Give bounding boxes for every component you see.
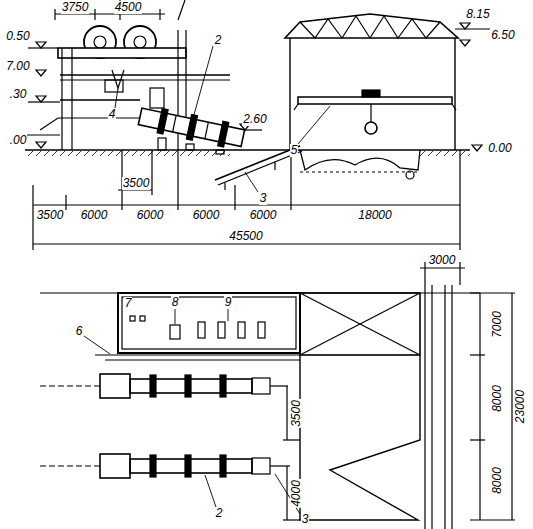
dimension-label: 8000 (490, 384, 503, 413)
dimension-label: 7.00 (5, 60, 30, 73)
dimension-label: .00 (9, 134, 28, 147)
dimension-label: 7000 (490, 310, 503, 339)
dimension-label: 3000 (428, 254, 457, 267)
plan-view (40, 262, 515, 529)
dimension-label: 23000 (515, 388, 528, 423)
dimension-label: 0.00 (487, 142, 512, 155)
dimension-label: 6000 (136, 209, 165, 222)
callout-number: 3 (259, 192, 268, 205)
callout-number: 7 (124, 297, 133, 310)
leader-lines (84, 46, 330, 514)
dimension-label: 8000 (490, 466, 503, 495)
callout-number: 2 (214, 34, 223, 47)
dimension-label: 6.50 (490, 29, 515, 42)
callout-number: 3 (301, 513, 310, 526)
dimension-label: 2.60 (242, 113, 267, 126)
callout-number: 4 (108, 108, 117, 121)
dimension-label: .30 (9, 88, 28, 101)
section-view (25, 0, 490, 250)
dimension-label: 3500 (289, 399, 302, 428)
dimension-label: 6000 (80, 209, 109, 222)
dimension-label: 0.50 (5, 30, 30, 43)
dimension-label: 8.15 (465, 8, 490, 21)
callout-number: 8 (171, 296, 180, 309)
callout-number: 2 (215, 507, 224, 520)
dimension-label: 18000 (357, 209, 392, 222)
dimension-label: 6000 (192, 209, 221, 222)
dimension-label: 4500 (114, 1, 143, 14)
dimension-label: 4000 (289, 479, 302, 508)
dimension-label: 45500 (228, 230, 263, 243)
callout-number: 6 (75, 325, 84, 338)
dimension-label: 6000 (249, 209, 278, 222)
callout-number: 5 (290, 144, 299, 157)
dimension-label: 3500 (122, 177, 151, 190)
dimension-label: 3750 (61, 1, 90, 14)
dimension-label: 3500 (36, 209, 65, 222)
callout-number: 9 (224, 296, 233, 309)
